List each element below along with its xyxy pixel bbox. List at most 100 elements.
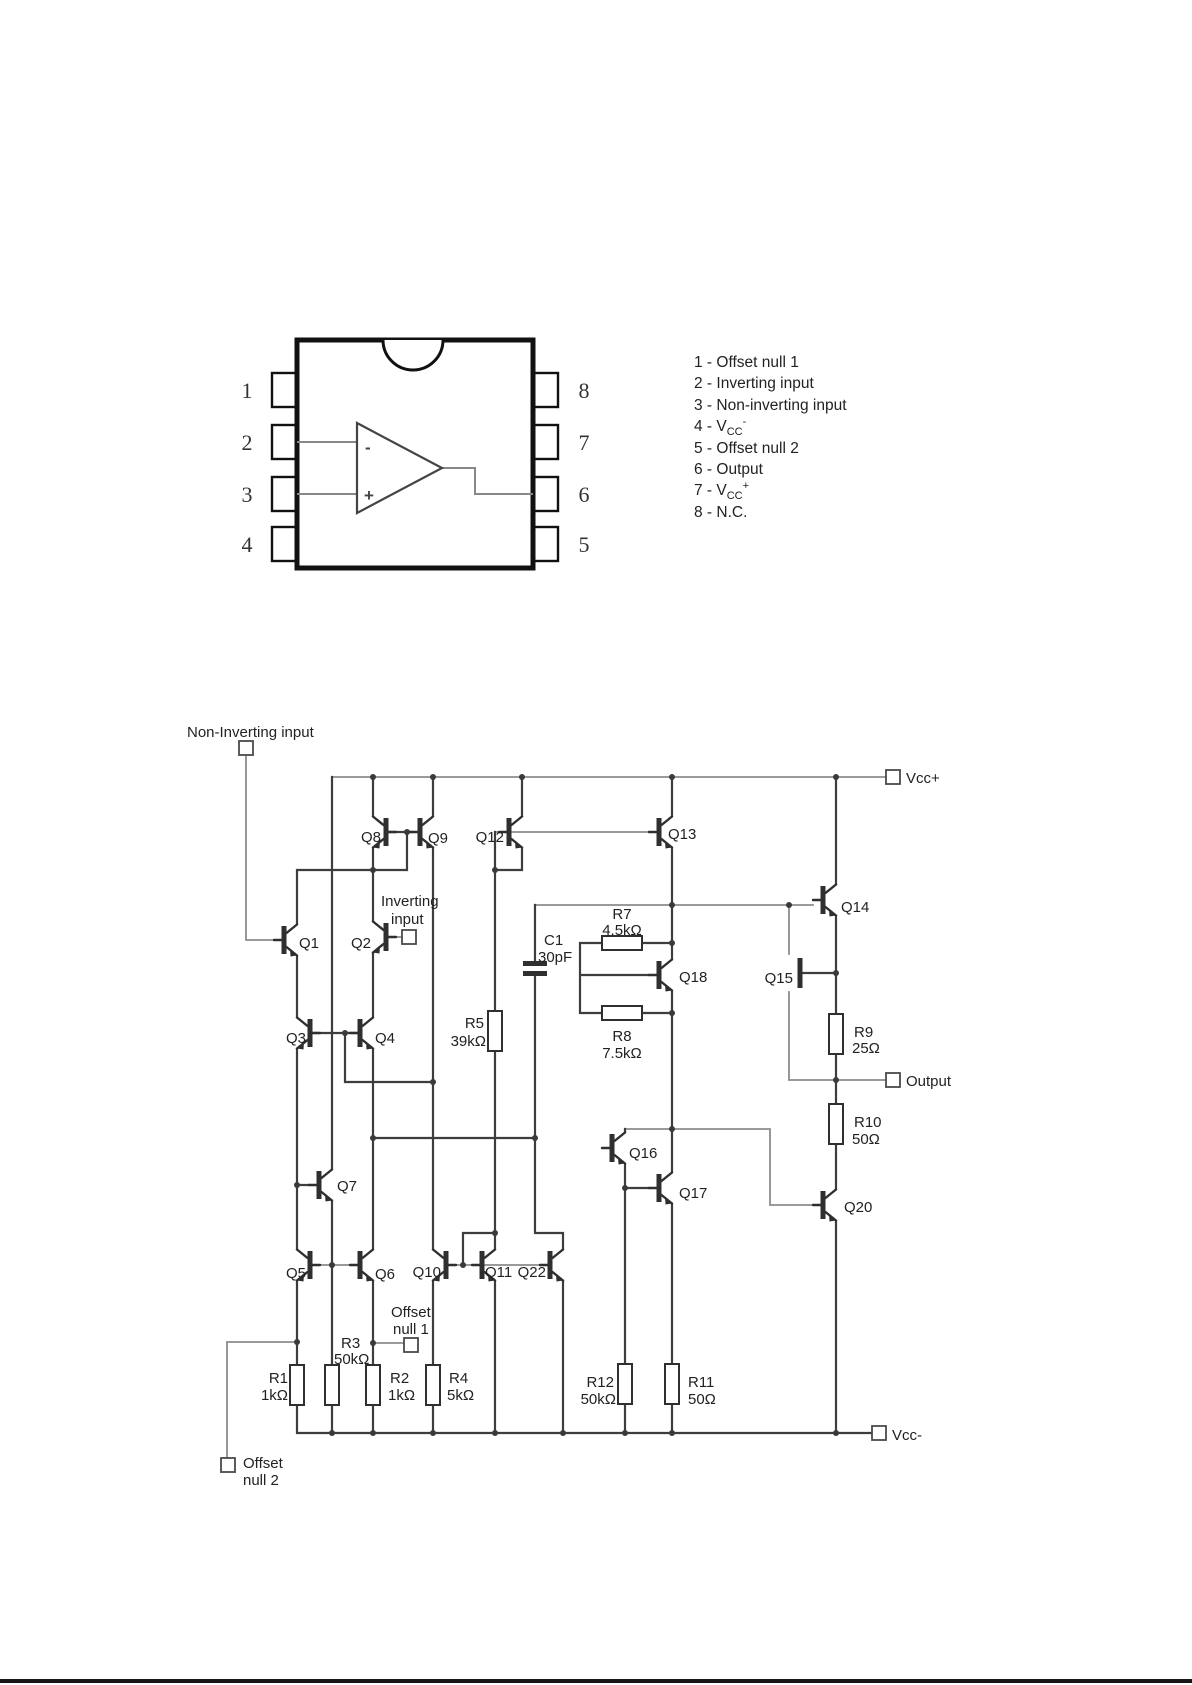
pin-function-item-1: 1 - Offset null 1 — [694, 354, 799, 371]
resistor-r5 — [487, 1010, 503, 1052]
terminal-square-offset-null-2 — [220, 1457, 236, 1473]
label-q11: Q11 — [485, 1264, 512, 1281]
label-offset-null-2-line2: null 2 — [243, 1472, 279, 1489]
label-r10-value: 50Ω — [852, 1131, 880, 1148]
pin-number-2: 2 — [242, 430, 253, 455]
pin-number-3: 3 — [242, 482, 253, 507]
label-q4: Q4 — [375, 1030, 395, 1047]
label-q18: Q18 — [679, 969, 707, 986]
label-r2-value: 1kΩ — [388, 1387, 415, 1404]
package-pin-1 — [270, 371, 299, 409]
transistor-q20 — [811, 1188, 838, 1223]
schematic-wiring-dark — [295, 775, 874, 1435]
label-q9: Q9 — [428, 830, 448, 847]
label-offset-null-1-line1: Offset — [391, 1304, 432, 1321]
label-vcc-plus: Vcc+ — [906, 770, 940, 787]
terminal-square-noninverting-input — [238, 740, 254, 756]
pin-number-5: 5 — [579, 532, 590, 557]
transistor-q16 — [600, 1131, 627, 1166]
label-r4-value: 5kΩ — [447, 1387, 474, 1404]
transistor-q4 — [348, 1016, 375, 1051]
label-q13: Q13 — [668, 826, 696, 843]
label-q20: Q20 — [844, 1199, 872, 1216]
pin-function-item-4: 4 - VCC- — [694, 416, 747, 439]
label-r9-name: R9 — [854, 1024, 873, 1041]
opamp-minus-sign: - — [365, 438, 371, 457]
pin-function-item-8: 8 - N.C. — [694, 503, 748, 521]
resistor-r11 — [664, 1363, 680, 1405]
label-r1-name: R1 — [269, 1370, 288, 1387]
package-pin-5 — [531, 525, 560, 563]
label-offset-null-1-line2: null 1 — [393, 1321, 429, 1338]
package-pin-3 — [270, 475, 299, 513]
label-output: Output — [906, 1073, 952, 1090]
resistor-r9 — [828, 1013, 844, 1055]
internal-schematic: Non-Inverting input Inverting input Offs… — [187, 724, 952, 1489]
label-offset-null-2-line1: Offset — [243, 1455, 284, 1472]
package-pin-8 — [531, 371, 560, 409]
transistor-q7 — [307, 1168, 334, 1203]
package-pin-6 — [531, 475, 560, 513]
pin-number-4: 4 — [242, 532, 253, 557]
label-r8-value: 7.5kΩ — [602, 1045, 642, 1062]
pin-number-8: 8 — [579, 378, 590, 403]
label-q2: Q2 — [351, 935, 371, 952]
pin-function-item-3: 3 - Non-inverting input — [694, 396, 847, 414]
pin-function-item-5: 5 - Offset null 2 — [694, 439, 799, 457]
label-r2-name: R2 — [390, 1370, 409, 1387]
package-pin-4 — [270, 525, 299, 563]
label-q1: Q1 — [299, 935, 319, 952]
dip8-package-diagram: - + 1 2 3 4 8 7 6 5 — [242, 337, 590, 571]
label-r11-name: R11 — [688, 1374, 714, 1391]
resistor-r12 — [617, 1363, 633, 1405]
label-r10-name: R10 — [854, 1114, 882, 1131]
opamp-symbol: - + — [355, 421, 445, 515]
label-noninverting-input: Non-Inverting input — [187, 724, 315, 741]
label-q7: Q7 — [337, 1178, 357, 1195]
pin-function-item-6: 6 - Output — [694, 460, 763, 478]
terminal-square-offset-null-1 — [403, 1337, 419, 1353]
label-r5-name: R5 — [465, 1015, 484, 1032]
schematic-wiring-gray — [226, 754, 887, 1459]
label-r9-value: 25Ω — [852, 1040, 880, 1057]
label-r8-name: R8 — [612, 1028, 631, 1045]
package-pin-2 — [270, 423, 299, 461]
pin-function-item-7: 7 - VCC+ — [694, 480, 750, 503]
terminal-square-vcc-minus — [871, 1425, 887, 1441]
label-q10: Q10 — [413, 1264, 441, 1281]
package-pins — [270, 371, 560, 563]
opamp-triangle — [355, 421, 445, 515]
label-r7-name: R7 — [612, 906, 631, 923]
label-q14: Q14 — [841, 899, 869, 916]
package-pin-7 — [531, 423, 560, 461]
label-inverting-input-line2: input — [391, 911, 424, 928]
label-r7-value: 4.5kΩ — [602, 922, 642, 939]
label-q17: Q17 — [679, 1185, 707, 1202]
package-pin-numbers: 1 2 3 4 8 7 6 5 — [242, 378, 590, 557]
resistor-r3 — [324, 1364, 340, 1406]
terminal-square-inverting-input — [401, 929, 417, 945]
resistor-r2 — [365, 1364, 381, 1406]
transistor-q15 — [797, 958, 803, 988]
label-q8: Q8 — [361, 829, 381, 846]
transistors — [272, 815, 838, 1283]
pin-number-7: 7 — [579, 430, 590, 455]
label-r4-name: R4 — [449, 1370, 468, 1387]
transistor-q1 — [272, 923, 299, 958]
label-inverting-input-line1: Inverting — [381, 893, 439, 910]
label-q16: Q16 — [629, 1145, 657, 1162]
transistor-q14 — [811, 883, 838, 918]
label-r1-value: 1kΩ — [261, 1387, 288, 1404]
opamp-plus-sign: + — [364, 486, 374, 505]
resistor-r10 — [828, 1103, 844, 1145]
label-q12: Q12 — [476, 829, 504, 846]
label-q22: Q22 — [518, 1264, 546, 1281]
terminals — [220, 740, 901, 1473]
terminal-square-vcc-plus — [885, 769, 901, 785]
label-c1-name: C1 — [544, 932, 563, 949]
pin-function-list: 1 - Offset null 1 2 - Inverting input 3 … — [694, 352, 847, 523]
label-r3-value: 50kΩ — [334, 1351, 369, 1368]
label-r3-name: R3 — [341, 1335, 360, 1352]
